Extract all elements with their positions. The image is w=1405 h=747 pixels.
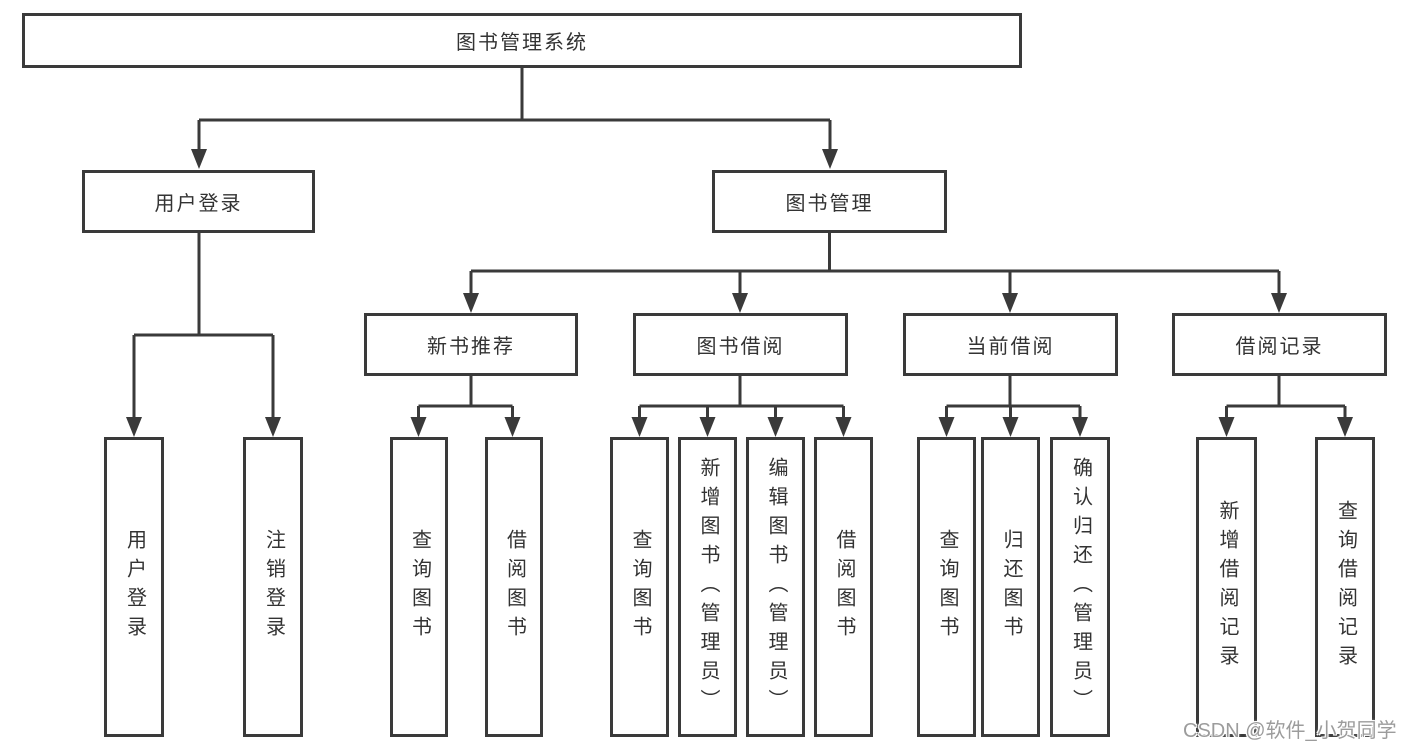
leaf-label: 确认归还（管理员） [1069, 456, 1092, 718]
leaf-confirm-return-admin: 确认归还（管理员） [1050, 437, 1110, 737]
leaf-edit-book-admin: 编辑图书（管理员） [746, 437, 805, 737]
leaf-label: 编辑图书（管理员） [765, 456, 787, 718]
leaf-label: 归还图书 [1000, 529, 1022, 645]
connector-line [197, 68, 832, 153]
connector-line [417, 376, 514, 421]
node-user-login: 用户登录 [82, 170, 315, 233]
leaf-label: 借阅图书 [503, 529, 526, 645]
connector-book-management-to-level3 [463, 233, 1287, 313]
arrowhead [938, 417, 955, 437]
leaf-label: 查询图书 [629, 529, 651, 645]
leaf-borrow-books-recommend: 借阅图书 [485, 437, 543, 737]
arrowhead [1002, 417, 1019, 437]
leaf-label: 查询图书 [408, 529, 431, 645]
connector-current-borrow-to-leaves [938, 376, 1088, 437]
connector-root-to-level2 [191, 68, 838, 169]
leaf-label: 查询借阅记录 [1334, 500, 1357, 674]
connector-line [945, 376, 1082, 421]
node-borrow-records: 借阅记录 [1172, 313, 1387, 376]
leaf-query-books-borrow: 查询图书 [610, 437, 669, 737]
leaf-label: 借阅图书 [833, 529, 855, 645]
connector-book-borrow-to-leaves [631, 376, 852, 437]
arrowhead [1337, 417, 1353, 437]
node-new-book-recommend: 新书推荐 [364, 313, 578, 376]
connector-user-login-to-leaves [126, 233, 281, 437]
arrowhead [265, 417, 281, 437]
node-book-management: 图书管理 [712, 170, 947, 233]
connector-borrow-records-to-leaves [1218, 376, 1353, 437]
leaf-query-borrow-record: 查询借阅记录 [1315, 437, 1375, 737]
arrowhead [1271, 293, 1287, 313]
leaf-query-books-recommend: 查询图书 [390, 437, 448, 737]
node-current-borrow: 当前借阅 [903, 313, 1118, 376]
arrowhead [699, 417, 716, 437]
leaf-user-login: 用户登录 [104, 437, 164, 737]
arrowhead [767, 417, 784, 437]
leaf-label: 新增借阅记录 [1216, 500, 1238, 674]
leaf-add-book-admin: 新增图书（管理员） [678, 437, 737, 737]
leaf-logout-login: 注销登录 [243, 437, 303, 737]
arrowhead [410, 417, 427, 437]
arrowhead [835, 417, 852, 437]
connector-new-book-recommend-to-leaves [410, 376, 521, 437]
csdn-watermark: CSDN @软件_小贺同学 [1183, 720, 1397, 742]
connector-line [132, 233, 275, 421]
arrowhead [1072, 417, 1088, 437]
node-book-borrow: 图书借阅 [633, 313, 848, 376]
arrowhead [732, 293, 748, 313]
leaf-label: 用户登录 [123, 529, 146, 645]
node-root-system: 图书管理系统 [22, 13, 1022, 68]
leaf-label: 注销登录 [262, 529, 285, 645]
connector-line [1225, 376, 1347, 421]
connector-line [469, 233, 1281, 297]
arrowhead [504, 417, 521, 437]
arrowhead [191, 149, 207, 169]
leaf-return-books: 归还图书 [981, 437, 1040, 737]
arrowhead [126, 417, 142, 437]
leaf-add-borrow-record: 新增借阅记录 [1196, 437, 1257, 737]
arrowhead [463, 293, 479, 313]
leaf-label: 新增图书（管理员） [697, 456, 719, 718]
arrowhead [631, 417, 648, 437]
arrowhead [822, 149, 838, 169]
leaf-query-books-current: 查询图书 [917, 437, 976, 737]
connector-line [638, 376, 845, 421]
arrowhead [1002, 293, 1018, 313]
leaf-borrow-books: 借阅图书 [814, 437, 873, 737]
arrowhead [1218, 417, 1235, 437]
leaf-label: 查询图书 [936, 529, 958, 645]
